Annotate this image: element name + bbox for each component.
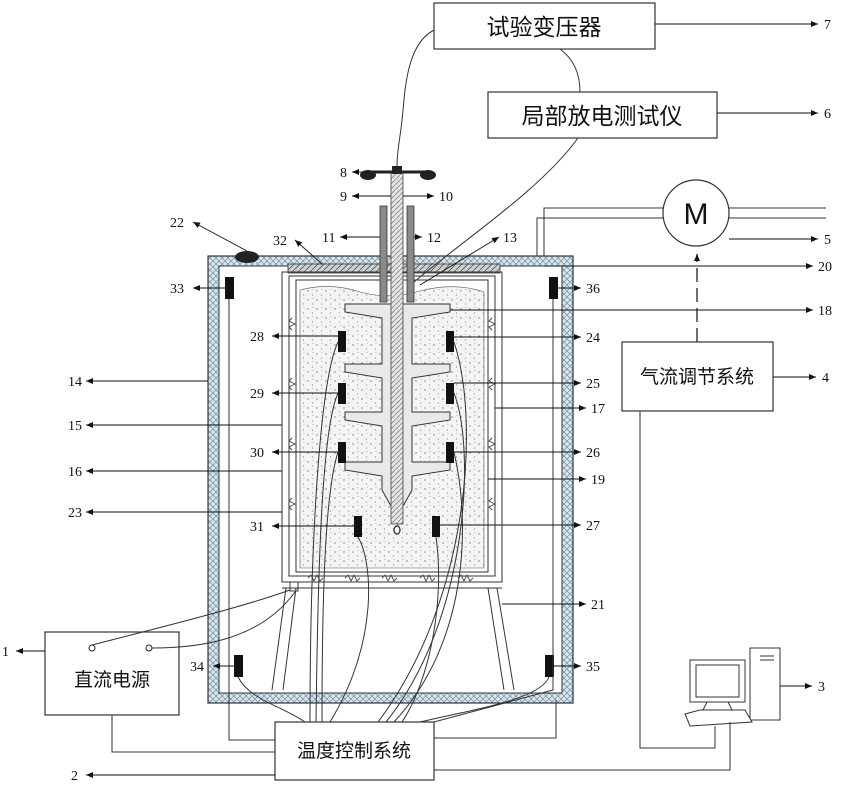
box-test-transformer: 试验变压器	[434, 3, 655, 49]
box-airflow-control: 气流调节系统	[622, 342, 773, 411]
num-17: 17	[591, 402, 605, 417]
box-pd-tester: 局部放电测试仪	[488, 92, 717, 138]
thermocouple-26	[446, 442, 454, 463]
num-6: 6	[824, 107, 831, 122]
num-13: 13	[503, 231, 517, 246]
num-14: 14	[68, 375, 82, 390]
label-pd-tester: 局部放电测试仪	[522, 104, 683, 130]
num-11: 11	[322, 231, 335, 246]
thermocouple-34	[234, 655, 243, 677]
label-airflow-control: 气流调节系统	[640, 366, 754, 388]
label-dc-supply: 直流电源	[74, 669, 150, 691]
computer-icon	[685, 648, 780, 726]
thermocouple-36	[549, 277, 558, 299]
num-29: 29	[250, 387, 264, 402]
num-10: 10	[439, 190, 453, 205]
num-2: 2	[71, 769, 78, 784]
ground-flange-left	[380, 206, 387, 302]
num-20: 20	[818, 260, 832, 275]
num-31: 31	[250, 520, 264, 535]
num-34: 34	[190, 660, 204, 675]
motor: M	[663, 180, 729, 246]
num-5: 5	[824, 233, 831, 248]
num-32: 32	[273, 234, 287, 249]
num-23: 23	[68, 506, 82, 521]
thermocouple-27	[432, 516, 440, 537]
num-3: 3	[818, 680, 825, 695]
num-7: 7	[824, 18, 831, 33]
num-4: 4	[822, 371, 829, 386]
num-26: 26	[586, 446, 600, 461]
num-28: 28	[250, 330, 264, 345]
num-35: 35	[586, 660, 600, 675]
thermocouple-24	[446, 331, 454, 352]
num-27: 27	[586, 519, 600, 534]
box-dc-supply: 直流电源	[45, 632, 179, 715]
thermocouple-33	[225, 277, 234, 299]
motor-label: M	[684, 198, 709, 231]
num-8: 8	[340, 166, 347, 181]
conductor-rod	[391, 172, 403, 524]
ground-flange-right	[407, 206, 414, 302]
num-30: 30	[250, 446, 264, 461]
box-temp-control: 温度控制系统	[275, 722, 434, 780]
num-22: 22	[170, 216, 184, 231]
label-test-transformer: 试验变压器	[487, 15, 602, 41]
num-21: 21	[591, 598, 605, 613]
num-19: 19	[591, 473, 605, 488]
rod-tip	[394, 526, 400, 534]
num-1: 1	[2, 645, 9, 660]
num-36: 36	[586, 282, 600, 297]
thermocouple-25	[446, 383, 454, 404]
label-temp-control: 温度控制系统	[297, 740, 411, 762]
num-25: 25	[586, 377, 600, 392]
num-15: 15	[68, 419, 82, 434]
thermocouple-28	[338, 331, 346, 352]
thermocouple-31	[354, 516, 362, 537]
thermocouple-29	[338, 383, 346, 404]
num-16: 16	[68, 465, 82, 480]
num-12: 12	[427, 231, 441, 246]
num-24: 24	[586, 331, 600, 346]
sensor-22	[235, 251, 259, 263]
num-18: 18	[818, 304, 832, 319]
thermocouple-30	[338, 442, 346, 463]
num-33: 33	[170, 282, 184, 297]
num-9: 9	[340, 190, 347, 205]
